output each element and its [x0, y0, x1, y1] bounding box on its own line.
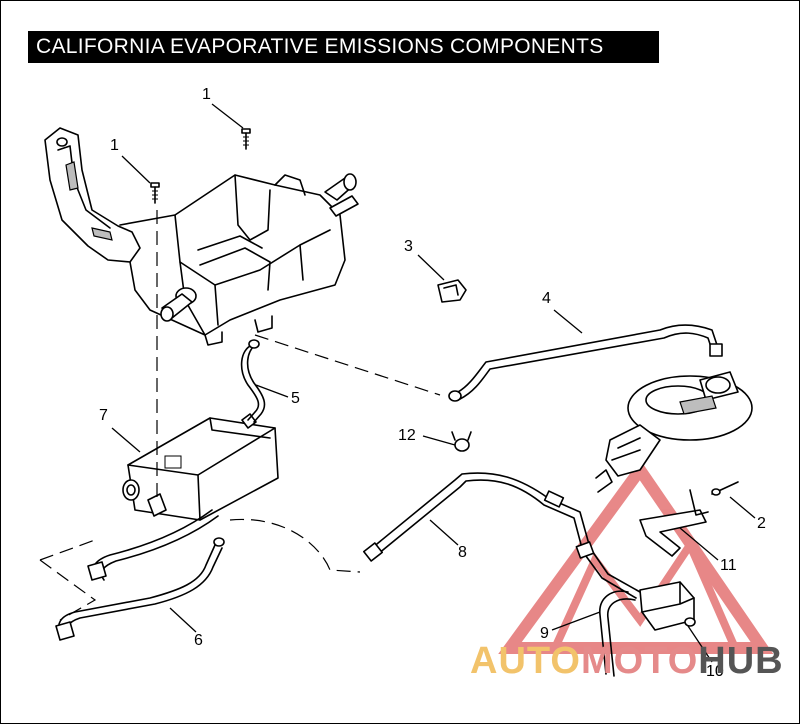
callout-5: 5 — [291, 390, 300, 407]
solenoid-valve-part-10 — [639, 581, 696, 631]
watermark-moto: MOTO — [580, 640, 699, 682]
callout-7: 7 — [99, 407, 108, 424]
routing-dashed-lines — [39, 210, 441, 621]
clamp-part-12 — [451, 431, 472, 452]
canister-bracket — [44, 127, 359, 346]
title-bar: CALIFORNIA EVAPORATIVE EMISSIONS COMPONE… — [28, 31, 659, 63]
screw-part-1a — [150, 182, 160, 204]
screw-part-1b — [241, 128, 251, 150]
callout-6: 6 — [194, 632, 203, 649]
watermark-auto: AUTO — [470, 640, 581, 682]
hose-part-6 — [55, 537, 225, 641]
watermark-logo: AUTOMOTOHUB — [470, 640, 784, 683]
hose-part-8 — [362, 472, 641, 599]
clip-part-3 — [437, 279, 467, 303]
hose-part-5 — [240, 339, 266, 423]
watermark-hub: HUB — [698, 640, 784, 682]
callout-12: 12 — [398, 427, 416, 444]
callout-2: 2 — [757, 515, 766, 532]
callout-4: 4 — [542, 290, 551, 307]
page-title: CALIFORNIA EVAPORATIVE EMISSIONS COMPONE… — [36, 35, 604, 58]
hose-part-9 — [599, 590, 636, 677]
callout-1b: 1 — [202, 86, 211, 103]
callout-8: 8 — [458, 544, 467, 561]
callout-10: 10 — [706, 663, 724, 680]
watermark-triangle — [498, 459, 774, 654]
charcoal-canister — [122, 413, 279, 521]
fastener-part-2 — [711, 481, 739, 496]
callout-11: 11 — [720, 557, 737, 574]
callouts: 1 1 3 4 5 7 12 2 8 11 6 9 10 — [99, 86, 766, 680]
hose-part-4 — [448, 324, 723, 402]
callout-9: 9 — [540, 625, 549, 642]
canister-vent-hose — [87, 509, 219, 581]
callout-3: 3 — [404, 238, 413, 255]
callout-1a: 1 — [110, 137, 119, 154]
fuel-filler-assembly — [595, 371, 753, 493]
bracket-part-11 — [639, 489, 709, 557]
